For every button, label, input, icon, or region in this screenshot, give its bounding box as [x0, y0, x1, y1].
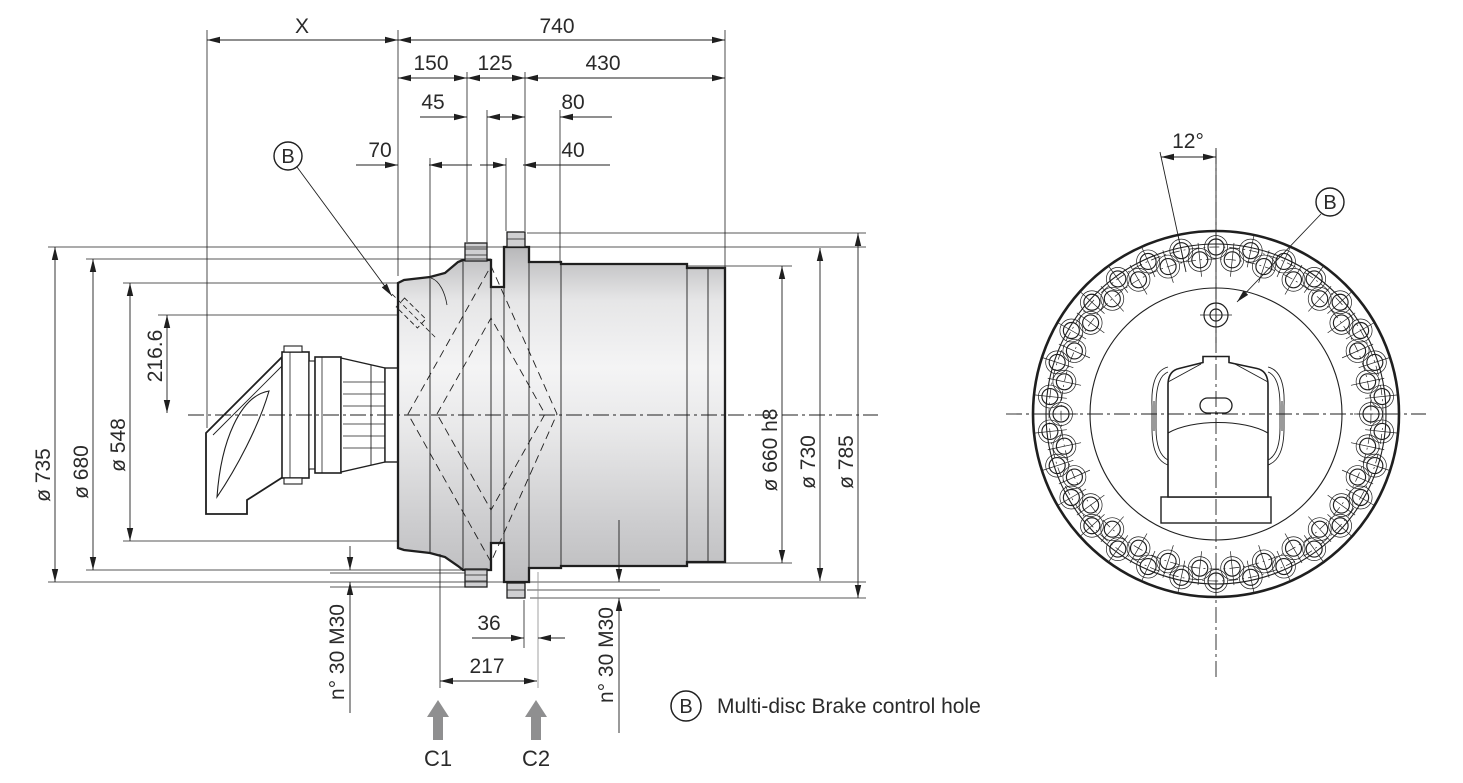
legend-balloon-circle [670, 690, 702, 722]
bolt-spec-right: n° 30 M30 [595, 607, 618, 703]
dim-radius-216: 216.6 [144, 330, 167, 383]
dim-430: 430 [585, 52, 620, 75]
dim-dia-785: ø 785 [835, 435, 858, 489]
dimension-lines-left [51, 247, 171, 582]
balloon-b-front-label: B [1323, 192, 1336, 214]
legend: B Multi-disc Brake control hole [670, 690, 981, 722]
dimension-lines-right [778, 233, 862, 598]
labels: X 740 150 125 430 45 80 70 40 ø 735 ø 68… [32, 15, 1337, 771]
bolt-holes [1032, 230, 1400, 598]
dim-dia-680: ø 680 [70, 445, 93, 499]
gearbox-body [391, 231, 727, 599]
bolt-spec-left: n° 30 M30 [326, 604, 349, 700]
flange-bolt-caps [464, 231, 526, 599]
side-view [48, 30, 878, 740]
hydraulic-motor [205, 345, 399, 515]
legend-text: Multi-disc Brake control hole [717, 695, 981, 718]
balloon-b-side [273, 141, 393, 297]
dimension-lines-top [207, 36, 725, 169]
motor-tab-bottom [283, 477, 303, 485]
oil-port-arrows [427, 700, 547, 740]
brake-control-hole [391, 293, 437, 339]
balloon-b-side-label: B [281, 146, 294, 168]
dim-36: 36 [477, 612, 500, 635]
dim-80: 80 [561, 91, 584, 114]
balloon-b-front [1236, 187, 1345, 303]
dim-angle-12: 12° [1172, 130, 1204, 153]
dim-dia-735: ø 735 [32, 448, 55, 502]
dim-dia-730: ø 730 [797, 435, 820, 489]
extension-lines [48, 30, 866, 688]
dim-740: 740 [539, 15, 574, 38]
dim-217: 217 [469, 655, 504, 678]
gearbox-silhouette [396, 245, 727, 584]
c2-arrow [525, 700, 547, 740]
dim-150: 150 [413, 52, 448, 75]
dim-40: 40 [561, 139, 584, 162]
dim-dia-660: ø 660 h8 [759, 409, 782, 492]
motor-housing-inner-line [212, 365, 283, 436]
motor-tab-top [283, 345, 303, 353]
dim-45: 45 [421, 91, 444, 114]
legend-balloon-label: B [679, 696, 692, 718]
dim-125: 125 [477, 52, 512, 75]
front-view [1006, 148, 1426, 680]
dimension-lines-bottom [346, 520, 623, 733]
dim-70: 70 [368, 139, 391, 162]
port-label-c2: C2 [522, 746, 550, 771]
port-label-c1: C1 [424, 746, 452, 771]
hidden-gear-lines [407, 264, 558, 564]
motor-end-view [1151, 355, 1285, 524]
motor-window-leaf [216, 390, 270, 500]
motor-end-body [1167, 355, 1269, 498]
dim-x: X [295, 15, 309, 38]
c1-arrow [427, 700, 449, 740]
dim-dia-548: ø 548 [107, 418, 130, 472]
